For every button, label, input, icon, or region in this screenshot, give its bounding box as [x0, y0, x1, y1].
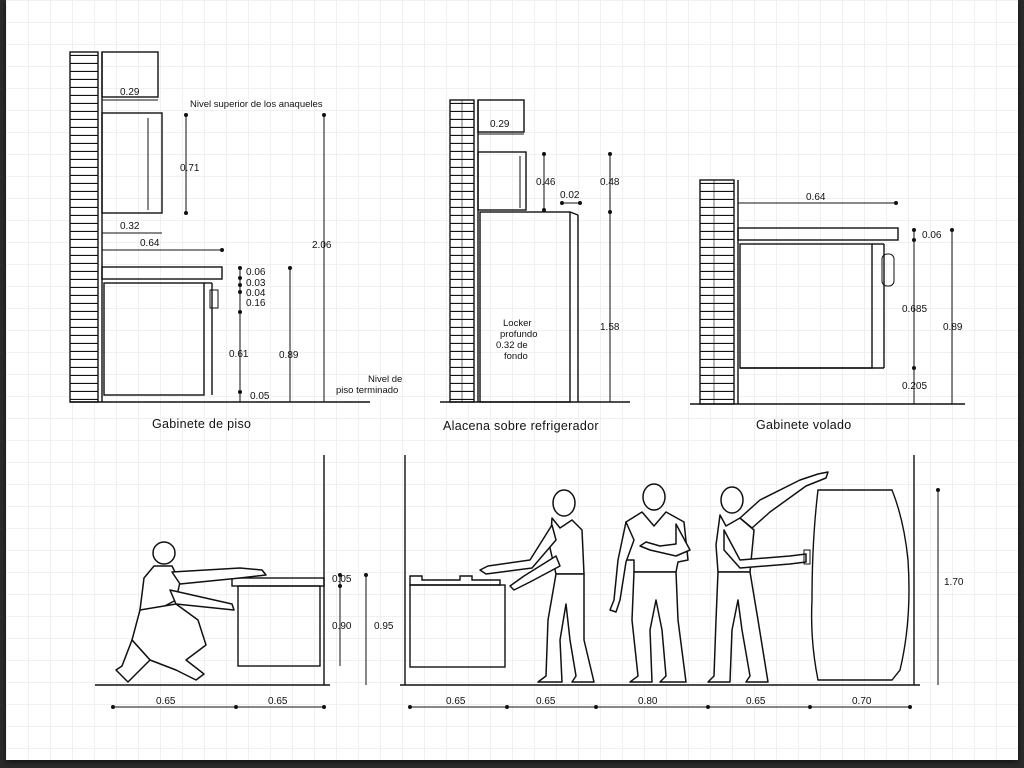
caption-alacena: Alacena sobre refrigerador — [443, 419, 599, 433]
panel-kneeling-figure: 0.05 0.90 0.95 0.65 0.65 — [95, 455, 394, 709]
person-reaching-up — [707, 471, 829, 683]
dim-0.80: 0.80 — [638, 696, 658, 707]
dim-0.64: 0.64 — [806, 192, 826, 203]
caption-gabinete-de-piso: Gabinete de piso — [152, 417, 251, 431]
locker-line-1: Locker — [503, 318, 532, 329]
tall-cabinet — [803, 489, 910, 681]
note-piso-terminado: piso terminado — [336, 385, 398, 396]
wall-hung-cabinet — [739, 243, 873, 369]
kneeling-person — [115, 541, 267, 683]
dim-0.32: 0.32 — [120, 221, 140, 232]
dim-0.90: 0.90 — [332, 621, 352, 632]
dim-0.06: 0.06 — [246, 267, 266, 278]
dim-2.06: 2.06 — [312, 240, 332, 251]
brick-wall — [699, 179, 735, 405]
dim-0.06: 0.06 — [922, 230, 942, 241]
base-cabinet — [237, 585, 321, 667]
caption-gabinete-volado: Gabinete volado — [756, 418, 852, 432]
dim-0.61: 0.61 — [229, 349, 249, 360]
dim-0.71: 0.71 — [180, 163, 200, 174]
locker-line-4: fondo — [504, 351, 528, 362]
dim-0.46: 0.46 — [536, 177, 556, 188]
dim-0.70: 0.70 — [852, 696, 872, 707]
note-nivel-superior: Nivel superior de los anaqueles — [190, 99, 323, 110]
dim-0.89: 0.89 — [943, 322, 963, 333]
upper-cabinet — [101, 112, 163, 214]
panel-gabinete-volado: 0.64 0.06 0.685 0.205 0.89 Gabinete vola… — [690, 179, 965, 432]
panel-gabinete-de-piso: 0.29 0.32 0.64 0.71 2.06 0.06 0.03 0.04 … — [69, 51, 402, 431]
dim-0.205: 0.205 — [902, 381, 927, 392]
dim-0.64: 0.64 — [140, 238, 160, 249]
locker-line-3: 0.32 de — [496, 340, 528, 351]
dim-0.05: 0.05 — [332, 574, 352, 585]
dim-0.16: 0.16 — [246, 298, 266, 309]
stove — [409, 575, 506, 668]
dim-0.65-b: 0.65 — [536, 696, 556, 707]
base-cabinet — [103, 282, 205, 396]
counter-top — [231, 577, 325, 587]
counter-top — [737, 227, 899, 241]
dim-0.29: 0.29 — [120, 87, 140, 98]
dim-1.58: 1.58 — [600, 322, 620, 333]
person-standing — [609, 483, 691, 683]
dim-0.65-c: 0.65 — [746, 696, 766, 707]
dim-0.05: 0.05 — [250, 391, 270, 402]
dim-0.95: 0.95 — [374, 621, 394, 632]
counter-top — [101, 266, 223, 280]
dim-0.02: 0.02 — [560, 190, 580, 201]
person-reaching-stove — [479, 489, 595, 683]
note-nivel-de: Nivel de — [368, 374, 402, 385]
dim-0.03: 0.03 — [246, 278, 266, 289]
dim-0.04: 0.04 — [246, 288, 266, 299]
locker-line-2: profundo — [500, 329, 538, 340]
panel-standing-figures: 1.70 0.65 0.65 0.80 0.65 0.70 — [400, 455, 964, 709]
brick-wall — [69, 51, 99, 403]
upper-shelf — [101, 51, 159, 98]
dim-1.70: 1.70 — [944, 577, 964, 588]
dim-0.65-b: 0.65 — [268, 696, 288, 707]
upper-cabinet — [477, 151, 527, 211]
dim-0.65-a: 0.65 — [446, 696, 466, 707]
panel-alacena-sobre-refrigerador: 0.29 0.46 0.02 0.48 1.58 Locker profundo… — [440, 99, 630, 433]
dim-0.685: 0.685 — [902, 304, 927, 315]
dim-0.65-a: 0.65 — [156, 696, 176, 707]
refrigerator — [479, 211, 571, 403]
dim-0.89: 0.89 — [279, 350, 299, 361]
dim-0.48: 0.48 — [600, 177, 620, 188]
brick-wall — [449, 99, 475, 403]
slide: 0.29 0.32 0.64 0.71 2.06 0.06 0.03 0.04 … — [6, 0, 1018, 760]
dim-0.29: 0.29 — [490, 119, 510, 130]
